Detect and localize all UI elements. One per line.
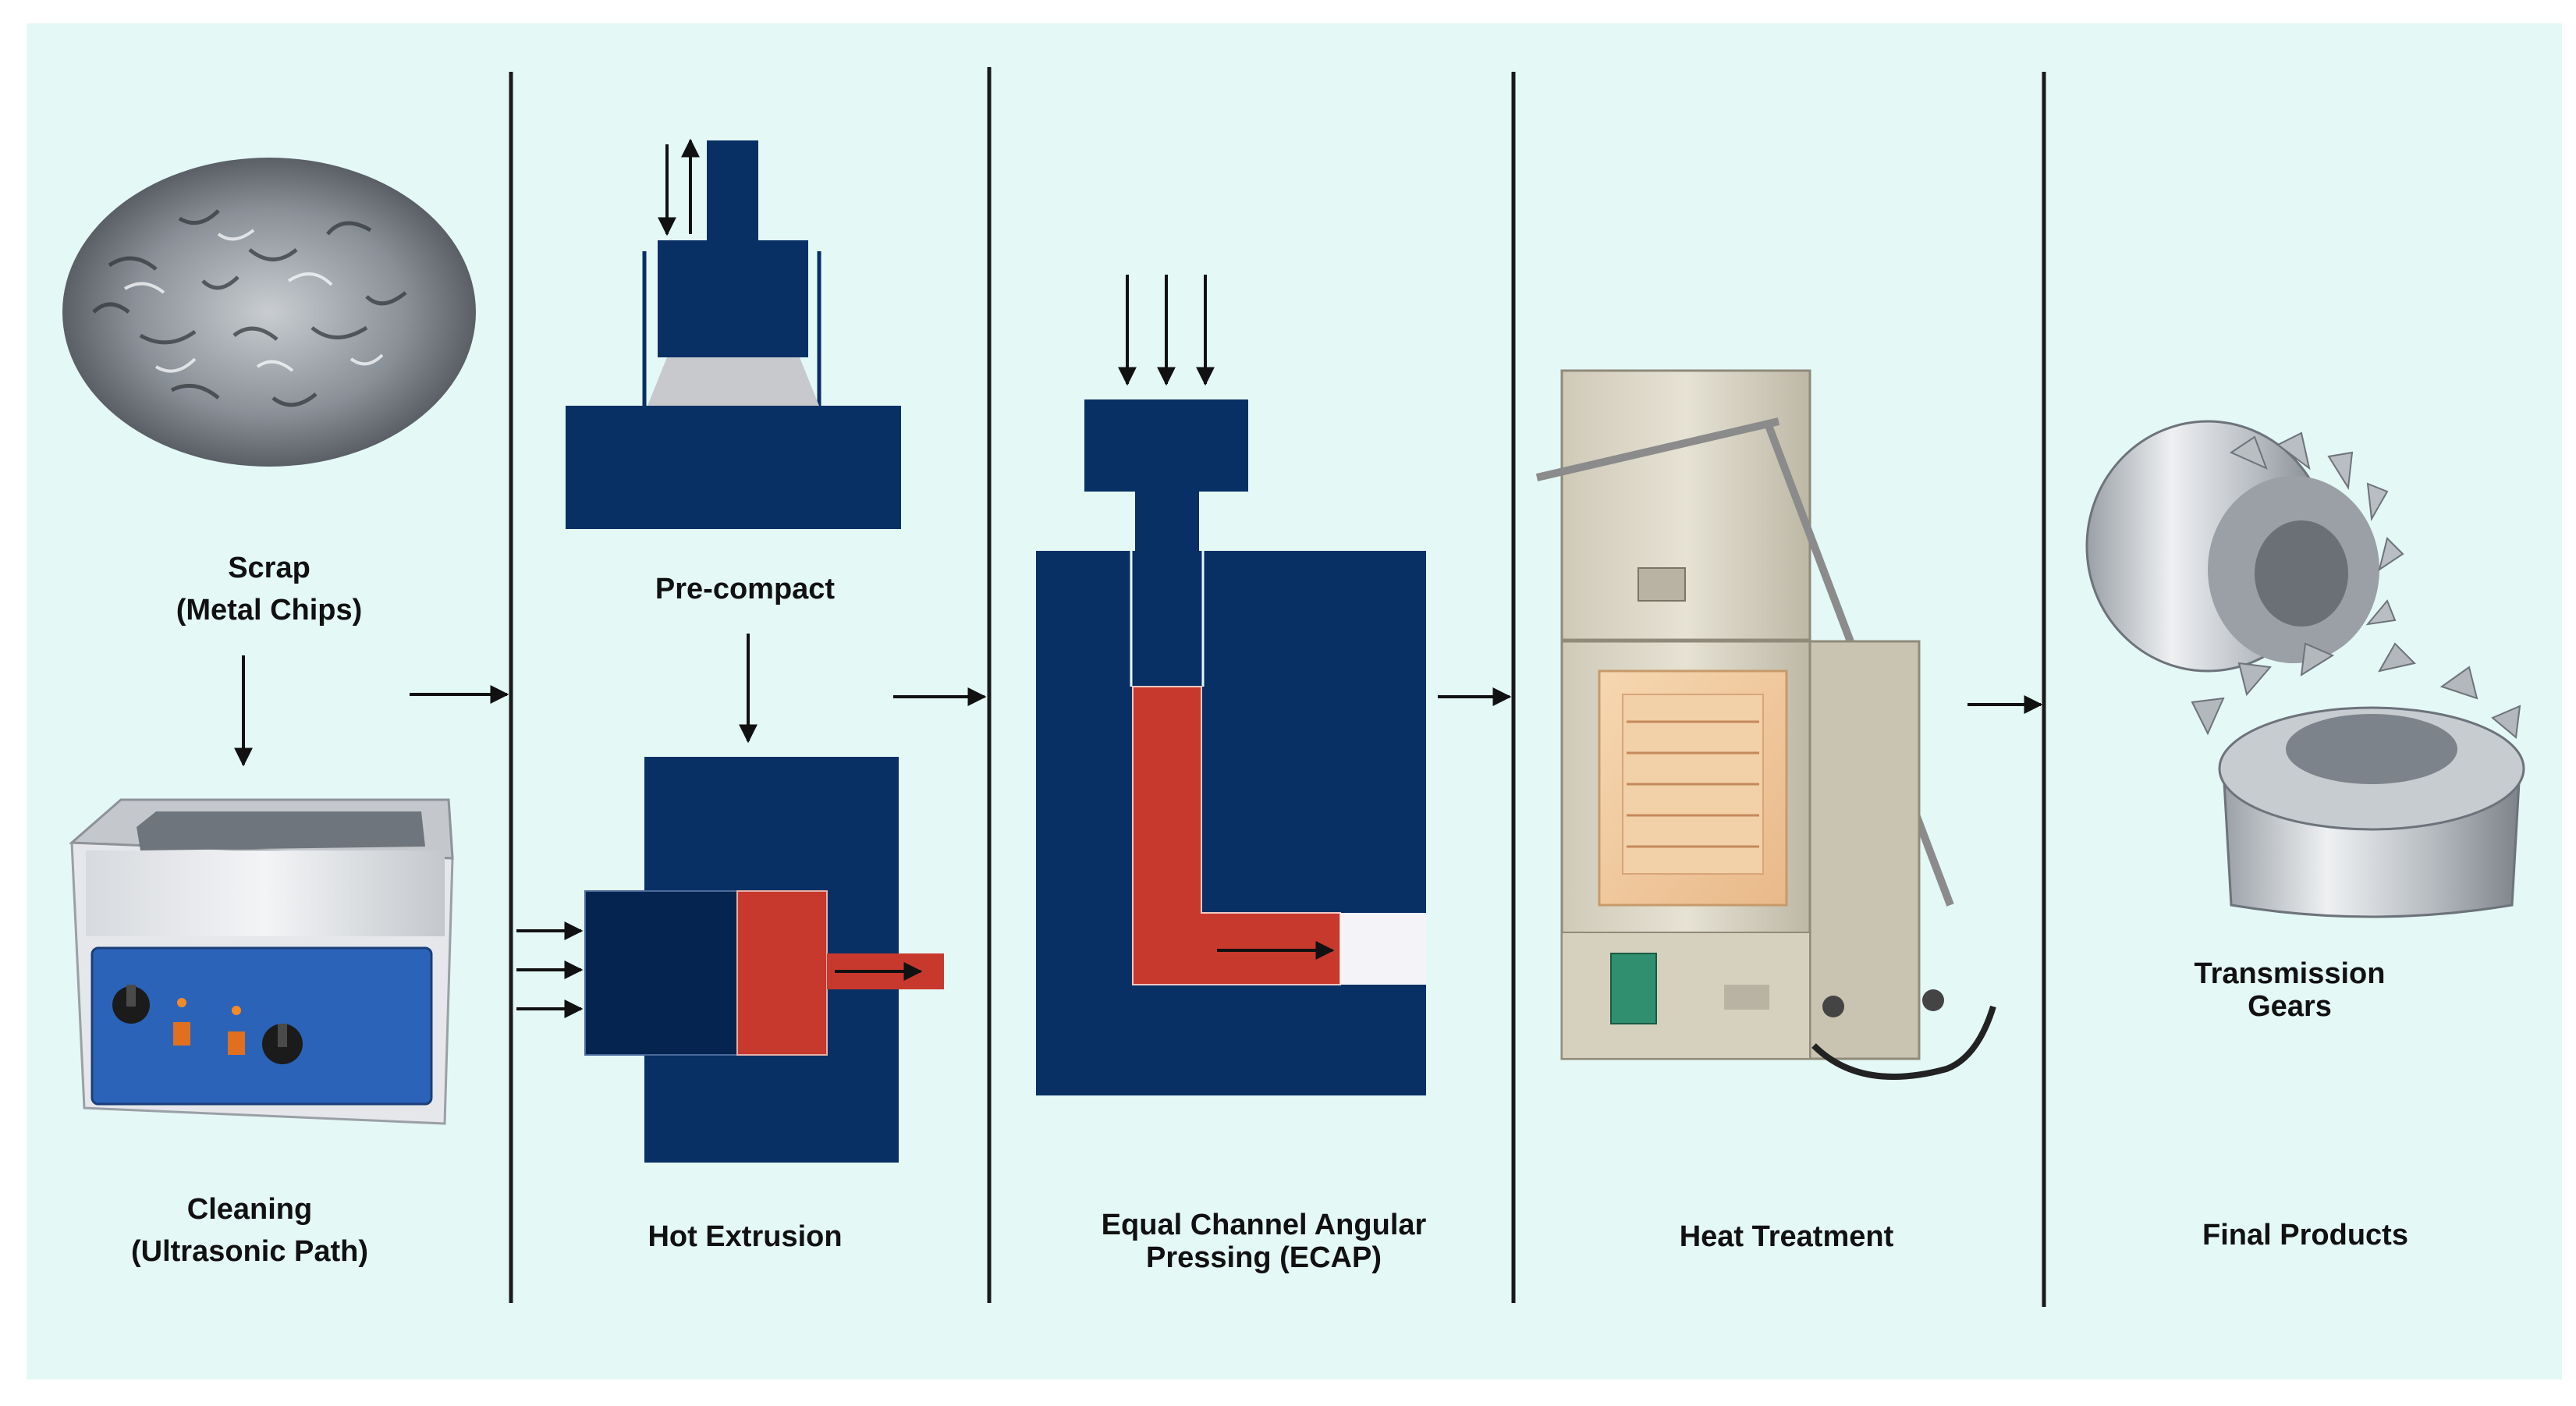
- gears-icon: [2085, 420, 2525, 918]
- hot-extrusion-label: Hot Extrusion: [648, 1220, 843, 1253]
- final-products-label: Final Products: [2202, 1219, 2408, 1252]
- heat-treatment-label: Heat Treatment: [1679, 1220, 1894, 1253]
- pre-compact-die-icon: [566, 138, 901, 529]
- scrap-label: Scrap (Metal Chips): [164, 552, 374, 627]
- pre-compact-label: Pre-compact: [655, 573, 836, 605]
- metal-chips-image: [62, 158, 476, 467]
- ecap-label-line2: Pressing (ECAP): [1146, 1241, 1382, 1274]
- furnace-icon: [1535, 369, 1996, 1080]
- stage-dividers: [509, 67, 2046, 1307]
- transmission-gears-line1: Transmission: [2194, 957, 2386, 990]
- transmission-gears-line2: Gears: [2248, 989, 2332, 1023]
- cleaning-label-line2: (Ultrasonic Path): [130, 1234, 369, 1268]
- scrap-label-line1: Scrap: [228, 552, 310, 584]
- flow-arrows: [234, 634, 2043, 767]
- scrap-label-line2: (Metal Chips): [176, 593, 363, 627]
- ecap-label-line1: Equal Channel Angular: [1101, 1209, 1427, 1241]
- transmission-gears-label: Transmission Gears: [2173, 957, 2407, 1024]
- hot-extrusion-die-icon: [516, 757, 944, 1163]
- cleaning-label: Cleaning (Ultrasonic Path): [94, 1193, 406, 1269]
- ultrasonic-bath-icon: [69, 798, 454, 1125]
- ecap-die-icon: [1036, 275, 1426, 1095]
- cleaning-label-line1: Cleaning: [186, 1193, 313, 1226]
- ecap-label: Equal Channel Angular Pressing (ECAP): [1045, 1209, 1482, 1275]
